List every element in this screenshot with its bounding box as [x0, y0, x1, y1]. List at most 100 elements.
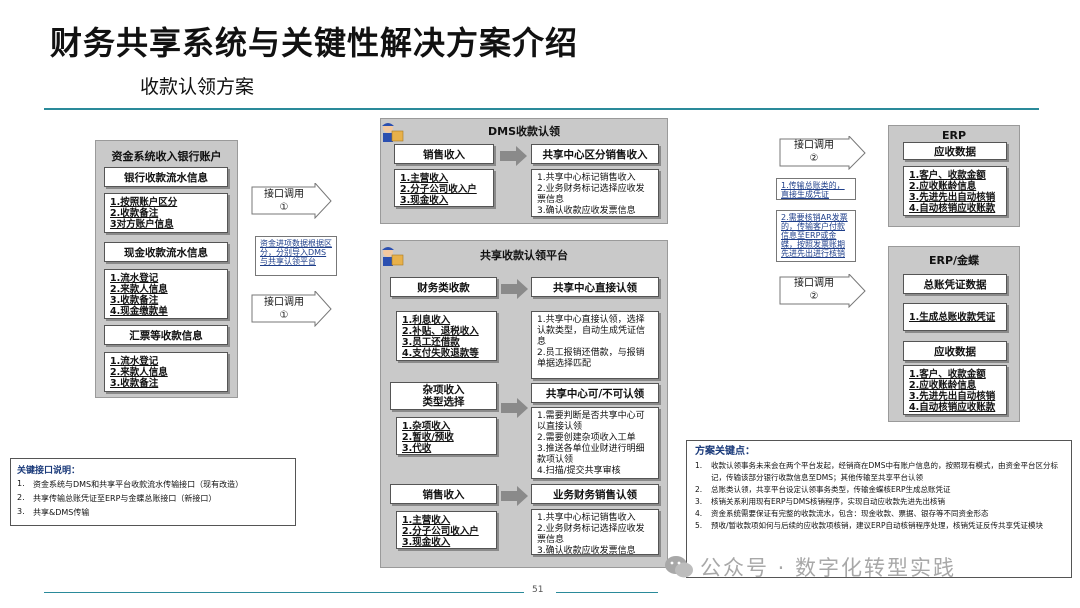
note-text: 资金进项数据根据区分，分别导入DMS与共享认领平台 [260, 239, 332, 266]
interface-arrow-3 [779, 136, 866, 170]
claimable-header: 共享中心可/不可认领 [531, 383, 659, 403]
list-item: 2.收款备注 [110, 208, 159, 219]
bill-flow-header: 汇票等收款信息 [104, 325, 228, 345]
key-interfaces-box: 关键接口说明： 1.资金系统与DMS和共享平台收款流水传输接口（现有改造） 2.… [10, 458, 296, 526]
page-title: 财务共享系统与关键性解决方案介绍 [50, 24, 579, 62]
bank-flow-list: 1.按照账户区分 2.收款备注 3对方账户信息 [104, 193, 228, 233]
interface-label: 接口调用 [794, 140, 834, 151]
list-item: 2.分子公司收入户 [402, 526, 479, 537]
bill-flow-list: 1.流水登记 2.来款人信息 3.收款备注 [104, 352, 228, 392]
worker-icon [382, 123, 404, 142]
list-item: 1.生成总账收款凭证 [909, 312, 996, 323]
kingdee-panel: ERP/金蝶 总账凭证数据 1.生成总账收款凭证 应收数据 1.客户、收款金额 … [888, 246, 1020, 422]
list-item: 1.客户、收款金额 [909, 369, 986, 380]
biz-sales-claim-list: 1.共享中心标记销售收入 2.业务财务标记选择应收发票信息 3.确认收款应收发票… [531, 509, 659, 556]
item-text: 共享传输总账凭证至ERP与金蝶总账接口（新接口） [33, 494, 217, 503]
list-item: 2.来款人信息 [110, 367, 168, 378]
list-item: 1.主营收入 [400, 173, 449, 184]
list-item: 4.自动核销应收账款 [909, 402, 996, 413]
list-item: 3.共享&DMS传输 [17, 507, 289, 518]
list-item: 5.预收/暂收款项如何与后续的应收款项核销，建议ERP自动核销程序处理，核销凭证… [695, 520, 1063, 532]
list-item: 2.业务财务标记选择应收发票信息 [537, 184, 645, 205]
finance-income-header: 财务类收款 [390, 277, 497, 297]
list-item: 2.分子公司收入户 [400, 184, 477, 195]
share-platform-panel: 共享收款认领平台 财务类收款 1.利息收入 2.补贴、退税收入 3.员工还借款 … [380, 240, 668, 568]
list-item: 4.自动核销应收账款 [909, 203, 996, 214]
bank-flow-header: 银行收款流水信息 [104, 167, 228, 187]
worker-icon [382, 247, 404, 266]
interface-arrow-1 [251, 183, 332, 219]
list-item: 3.收款备注 [110, 378, 159, 389]
item-text: 预收/暂收款项如何与后续的应收款项核销，建议ERP自动核销程序处理，核销凭证反传… [711, 521, 1043, 530]
list-item: 1.共享中心标记销售收入 [537, 173, 636, 183]
interface-label: 接口调用 [264, 297, 304, 308]
list-item: 1.共享中心标记销售收入 [537, 513, 636, 523]
item-number: 3. [695, 497, 703, 506]
list-item: 1.按照账户区分 [110, 197, 178, 208]
biz-sales-claim-header: 业务财务销售认领 [531, 484, 659, 504]
gl-note: 1.传输总账类的，直接生成凭证 [776, 178, 856, 200]
interface-arrow-4 [779, 274, 866, 308]
item-text: 共享&DMS传输 [33, 508, 90, 517]
dms-share-list: 1.共享中心标记销售收入 2.业务财务标记选择应收发票信息 3.确认收款应收发票… [531, 169, 659, 217]
erp-panel-title: ERP [941, 129, 967, 142]
list-item: 3对方账户信息 [110, 219, 174, 230]
watermark: 公众号 · 数字化转型实践 [664, 552, 956, 582]
list-item: 1.收款认领事务未来会在两个平台发起，经销商在DMS中有账户信息的，按照现有模式… [695, 460, 1063, 484]
interface-arrow-1-label: 接口调用 ① [253, 188, 315, 214]
key-points-box: 方案关键点： 1.收款认领事务未来会在两个平台发起，经销商在DMS中有账户信息的… [686, 440, 1072, 578]
note-text: 2.需要核销AR发票的，传输客户付款信息至ERP或金蝶，按照发票账期先进先出进行… [781, 213, 848, 258]
dms-sales-header: 销售收入 [394, 144, 494, 164]
flow-arrow [501, 279, 528, 299]
interface-arrow-2 [251, 291, 332, 327]
list-item: 2.来款人信息 [110, 284, 168, 295]
dms-sales-list: 1.主营收入 2.分子公司收入户 3.现金收入 [394, 169, 494, 207]
interface-arrow-3-label: 接口调用 ② [781, 139, 847, 165]
list-item: 3.推送各单位业财进行明细款项认领 [537, 444, 645, 465]
fund-system-panel: 资金系统收入银行账户 银行收款流水信息 1.按照账户区分 2.收款备注 3对方账… [95, 140, 238, 398]
flow-arrow [500, 146, 527, 166]
page-subtitle: 收款认领方案 [140, 76, 255, 98]
sales-income-header: 销售收入 [390, 484, 497, 504]
list-item: 2.员工报销还借款，与报销单据选择匹配 [537, 348, 645, 369]
interface-label: 接口调用 [264, 189, 304, 200]
list-item: 2.补贴、退税收入 [402, 326, 479, 337]
list-item: 2.暂收/预收 [402, 432, 454, 443]
flow-arrow [501, 486, 528, 506]
gl-data-list: 1.生成总账收款凭证 [903, 303, 1007, 331]
list-item: 2. 共享传输总账凭证至ERP与金蝶总账接口（新接口） [17, 493, 289, 504]
interface-number: ② [809, 153, 819, 164]
misc-income-list: 1.杂项收入 2.暂收/预收 3.代收 [396, 417, 497, 455]
item-text: 资金系统与DMS和共享平台收款流水传输接口（现有改造） [33, 480, 244, 489]
wechat-icon [665, 556, 693, 578]
share-panel-title: 共享收款认领平台 [480, 249, 568, 262]
dms-share-header: 共享中心区分销售收入 [531, 144, 659, 164]
dms-panel-title: DMS收款认领 [488, 125, 560, 138]
list-item: 1.资金系统与DMS和共享平台收款流水传输接口（现有改造） [17, 479, 289, 490]
list-item: 1.流水登记 [110, 273, 159, 284]
list-item: 3.代收 [402, 443, 432, 454]
ar-note: 2.需要核销AR发票的，传输客户付款信息至ERP或金蝶，按照发票账期先进先出进行… [776, 210, 856, 262]
direct-claim-list: 1.共享中心直接认领，选择认款类型，自动生成凭证信息 2.员工报销还借款，与报销… [531, 311, 659, 379]
list-item: 2.应收账龄信息 [909, 181, 977, 192]
note-text: 1.传输总账类的，直接生成凭证 [781, 181, 845, 199]
list-item: 3.员工还借款 [402, 337, 460, 348]
key-interfaces-title: 关键接口说明： [17, 466, 81, 476]
list-item: 2.总账类认领，共享平台设定认领事务类型，传输金蝶核ERP生成总账凭证 [695, 484, 1063, 496]
footer-line-right [556, 592, 658, 593]
list-item: 1.利息收入 [402, 315, 451, 326]
list-item: 4.支付失败退款等 [402, 348, 479, 359]
list-item: 1.杂项收入 [402, 421, 451, 432]
list-item: 1.流水登记 [110, 356, 159, 367]
flow-arrow [501, 398, 528, 418]
footer-line-left [44, 592, 524, 593]
interface-number: ① [279, 202, 289, 213]
item-number: 2. [17, 493, 25, 502]
kingdee-panel-title: ERP/金蝶 [928, 254, 980, 267]
fund-routing-note: 资金进项数据根据区分，分别导入DMS与共享认领平台 [255, 236, 337, 276]
misc-income-title: 杂项收入 [422, 384, 465, 396]
list-item: 3.先进先出自动核销 [909, 391, 996, 402]
claimable-list: 1.需要判断是否共享中心可以直接认领 2.需要创建杂项收入工单 3.推送各单位业… [531, 407, 659, 479]
item-text: 核销关系利用现有ERP与DMS核销程序，实现自动应收款先进先出核销 [711, 497, 945, 506]
list-item: 4.扫描/提交共享审核 [537, 466, 621, 476]
